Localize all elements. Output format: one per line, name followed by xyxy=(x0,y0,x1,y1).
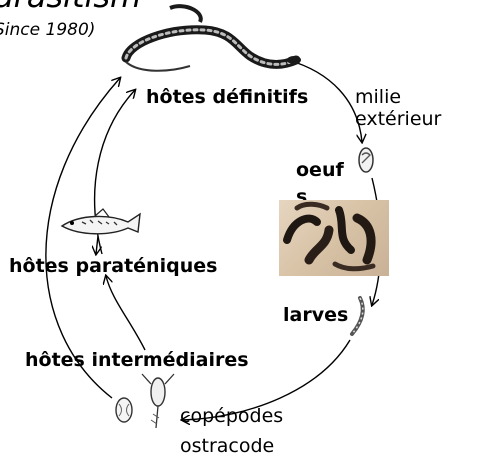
larva-icon xyxy=(352,298,363,334)
page-subtitle: Since 1980) xyxy=(0,22,95,39)
label-paratenic-hosts: hôtes paraténiques xyxy=(9,257,217,276)
arrow-intermediate-to-paratenic xyxy=(106,276,145,350)
label-larvae: larves xyxy=(283,306,348,325)
label-copepods: copépodes xyxy=(180,407,283,426)
eel-icon xyxy=(126,6,301,71)
egg-icon xyxy=(359,148,373,172)
label-definitive-hosts: hôtes définitifs xyxy=(146,88,308,107)
label-intermediate-hosts: hôtes intermédiaires xyxy=(25,351,249,370)
ostracod-icon xyxy=(116,398,132,422)
label-environment-line1: milie xyxy=(355,88,401,107)
larvae-photo xyxy=(279,200,389,276)
label-environment-line2: extérieur xyxy=(355,110,441,129)
fish-icon xyxy=(62,209,140,234)
arrow-fish-to-paratenic xyxy=(96,236,98,254)
page-title: arasitism xyxy=(0,0,141,12)
label-eggs-line1: oeuf xyxy=(296,161,344,180)
label-ostracod: ostracode xyxy=(180,437,274,456)
copepod-icon xyxy=(142,374,174,428)
